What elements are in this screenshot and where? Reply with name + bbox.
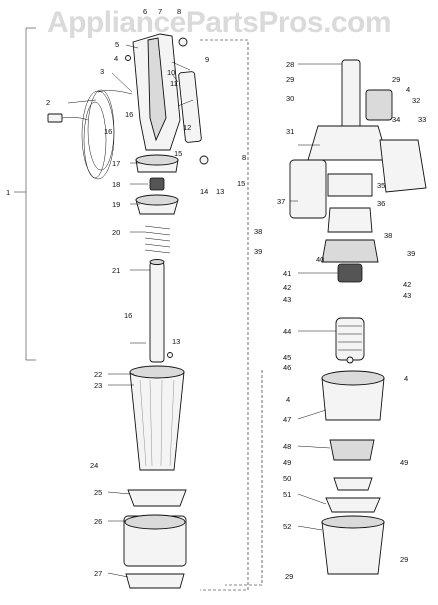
label-7: 7 (158, 7, 162, 16)
label-39: 39 (254, 247, 262, 256)
label-41: 41 (283, 269, 291, 278)
label-29-bottom-right: 29 (400, 555, 408, 564)
label-21: 21 (112, 266, 120, 275)
label-52: 52 (283, 522, 291, 531)
label-39-right: 39 (407, 249, 415, 258)
right-motor-stack (289, 59, 427, 364)
label-16-second: 16 (104, 127, 112, 136)
label-42: 42 (283, 283, 291, 292)
label-38: 38 (254, 227, 262, 236)
label-16: 16 (125, 110, 133, 119)
label-48: 48 (283, 442, 291, 451)
label-4-right: 4 (406, 85, 410, 94)
power-cord (47, 89, 133, 180)
label-13: 13 (216, 187, 224, 196)
label-2: 2 (46, 98, 50, 107)
label-26: 26 (94, 517, 102, 526)
label-45: 45 (283, 353, 291, 362)
label-43: 43 (283, 295, 291, 304)
label-47: 47 (283, 415, 291, 424)
label-14: 14 (200, 187, 208, 196)
left-motor-stack (130, 154, 179, 363)
label-16-lower: 16 (124, 311, 132, 320)
label-11: 11 (170, 79, 178, 88)
handle-assembly (125, 33, 209, 165)
label-46: 46 (283, 363, 291, 372)
label-4-lower: 4 (404, 374, 408, 383)
watermark: AppliancePartsPros.com (46, 6, 392, 39)
label-43-right: 43 (403, 291, 411, 300)
label-33: 33 (418, 115, 426, 124)
label-31: 31 (286, 127, 294, 136)
label-32: 32 (412, 96, 420, 105)
label-36: 36 (377, 199, 385, 208)
label-6: 6 (143, 7, 147, 16)
label-30: 30 (286, 94, 294, 103)
label-8-right: 8 (242, 153, 246, 162)
label-40: 40 (316, 255, 324, 264)
label-28: 28 (286, 60, 294, 69)
label-4: 4 (114, 54, 118, 63)
label-29-right: 29 (392, 75, 400, 84)
label-49-right: 49 (400, 458, 408, 467)
leader-lines (67, 44, 342, 578)
label-27: 27 (94, 569, 102, 578)
label-51: 51 (283, 490, 291, 499)
assembly-bracket (25, 27, 36, 361)
link-outline-right (225, 370, 263, 586)
right-housing (321, 370, 385, 575)
label-1: 1 (6, 188, 10, 197)
label-25: 25 (94, 488, 102, 497)
label-5: 5 (115, 40, 119, 49)
label-22: 22 (94, 370, 102, 379)
label-20: 20 (112, 228, 120, 237)
label-37: 37 (277, 197, 285, 206)
label-29: 29 (286, 75, 294, 84)
link-outline-left (200, 39, 249, 591)
label-38-right: 38 (384, 231, 392, 240)
label-29-bottom-left: 29 (285, 572, 293, 581)
label-50: 50 (283, 474, 291, 483)
label-10: 10 (167, 68, 175, 77)
label-12: 12 (183, 123, 191, 132)
label-3: 3 (100, 67, 104, 76)
label-18: 18 (112, 180, 120, 189)
label-13-lower: 13 (172, 337, 180, 346)
label-17: 17 (112, 159, 120, 168)
label-24: 24 (90, 461, 98, 470)
left-canister (123, 365, 187, 589)
label-19: 19 (112, 200, 120, 209)
label-34: 34 (392, 115, 400, 124)
label-9: 9 (205, 55, 209, 64)
label-8: 8 (177, 7, 181, 16)
label-49: 49 (283, 458, 291, 467)
label-44: 44 (283, 327, 291, 336)
label-35: 35 (377, 181, 385, 190)
label-23: 23 (94, 381, 102, 390)
label-4-lower-left: 4 (286, 395, 290, 404)
label-15-right: 15 (237, 179, 245, 188)
label-42-right: 42 (403, 280, 411, 289)
label-15: 15 (174, 149, 182, 158)
